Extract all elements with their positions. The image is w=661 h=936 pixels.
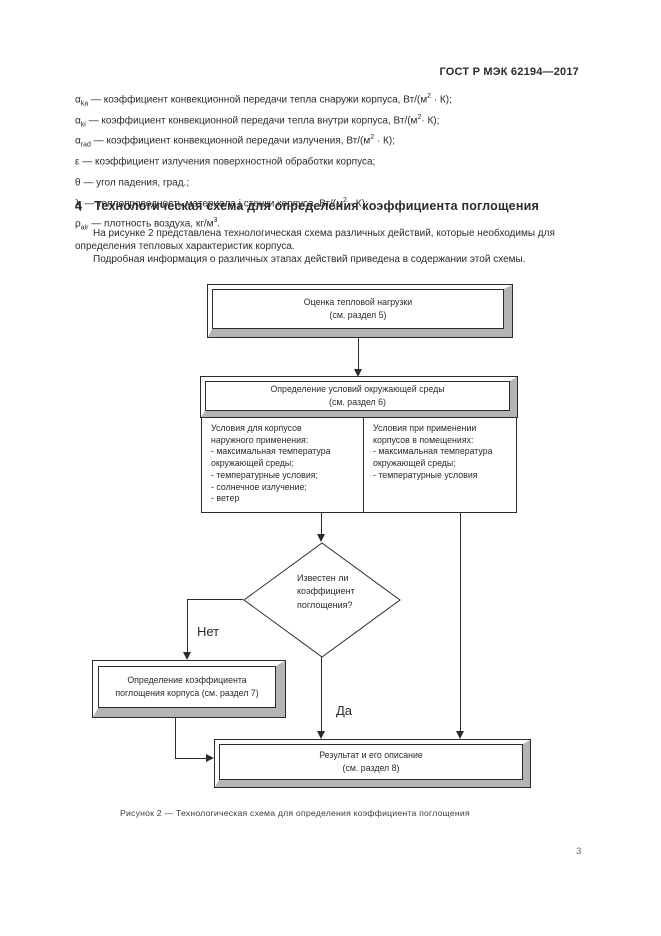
connector-line: [321, 657, 322, 732]
page-number: 3: [576, 846, 582, 857]
section-title: Технологическая схема для определения ко…: [94, 199, 539, 213]
arrow-down-icon: [456, 731, 464, 739]
decision-text: Известен ли коэффициент поглощения?: [297, 573, 355, 610]
symbol-definition: θ — угол падения, град.;: [75, 177, 190, 189]
connector-line: [460, 513, 461, 732]
section-number: 4: [75, 199, 83, 213]
connector-line: [321, 513, 322, 536]
connector-line: [175, 758, 206, 759]
body-paragraphs: На рисунке 2 представлена технологическа…: [75, 227, 615, 267]
symbol-definition: αka — коэффициент конвекционной передачи…: [75, 93, 452, 108]
flow-box-environment: Определение условий окружающей среды (см…: [201, 377, 517, 417]
flow-box-inner: Определение условий окружающей среды (см…: [205, 381, 510, 411]
arrow-right-icon: [206, 754, 214, 762]
symbol-definition: αrad — коэффициент конвекционной передач…: [75, 134, 395, 149]
flow-box-inner: Результат и его описание (см. раздел 8): [219, 744, 523, 780]
flow-box-environment-text: Определение условий окружающей среды (см…: [270, 384, 445, 407]
conditions-table: Условия для корпусов наружного применени…: [201, 417, 517, 513]
flow-box-determine-text: Определение коэффициента поглощения корп…: [115, 675, 259, 698]
paragraph: На рисунке 2 представлена технологическа…: [75, 228, 555, 253]
arrow-down-icon: [317, 731, 325, 739]
section-heading: 4 Технологическая схема для определения к…: [75, 199, 615, 213]
symbol-definition: ε — коэффициент излучения поверхностной …: [75, 156, 376, 168]
branch-label-yes: Да: [336, 703, 353, 718]
connector-line: [175, 717, 176, 758]
flow-box-inner: Оценка тепловой нагрузки (см. раздел 5): [212, 289, 504, 329]
paragraph: Подробная информация о различных этапах …: [93, 254, 526, 266]
symbol-definition: αki — коэффициент конвекционной передачи…: [75, 113, 440, 129]
connector-line: [187, 599, 243, 600]
branch-label-no: Нет: [197, 624, 220, 639]
figure-caption: Рисунок 2 — Технологическая схема для оп…: [120, 808, 470, 818]
flow-box-result: Результат и его описание (см. раздел 8): [215, 740, 530, 787]
document-header: ГОСТ Р МЭК 62194—2017: [439, 66, 579, 78]
flow-box-heat-load-text: Оценка тепловой нагрузки (см. раздел 5): [303, 297, 413, 320]
flow-box-inner: Определение коэффициента поглощения корп…: [98, 666, 276, 708]
arrow-down-icon: [354, 369, 362, 377]
symbol-definition: ρair — плотность воздуха, кг/м3.: [75, 217, 221, 232]
conditions-outdoor-text: Условия для корпусов наружного применени…: [211, 423, 331, 504]
symbol-definition: λj — теплопроводность материала j стенки…: [75, 196, 368, 211]
conditions-outdoor-cell: Условия для корпусов наружного применени…: [202, 418, 364, 512]
conditions-indoor-text: Условия при применении корпусов в помеще…: [373, 423, 493, 480]
connector-line: [358, 337, 359, 370]
flow-box-result-text: Результат и его описание (см. раздел 8): [319, 750, 423, 773]
conditions-indoor-cell: Условия при применении корпусов в помеще…: [364, 418, 516, 512]
arrow-down-icon: [317, 534, 325, 542]
connector-line: [187, 599, 188, 653]
flow-box-determine-coefficient: Определение коэффициента поглощения корп…: [93, 661, 285, 717]
flow-box-heat-load: Оценка тепловой нагрузки (см. раздел 5): [208, 285, 512, 337]
decision-diamond: [243, 542, 401, 658]
symbol-definitions: αka — коэффициент конвекционной передачи…: [75, 90, 615, 235]
arrow-down-icon: [183, 652, 191, 660]
